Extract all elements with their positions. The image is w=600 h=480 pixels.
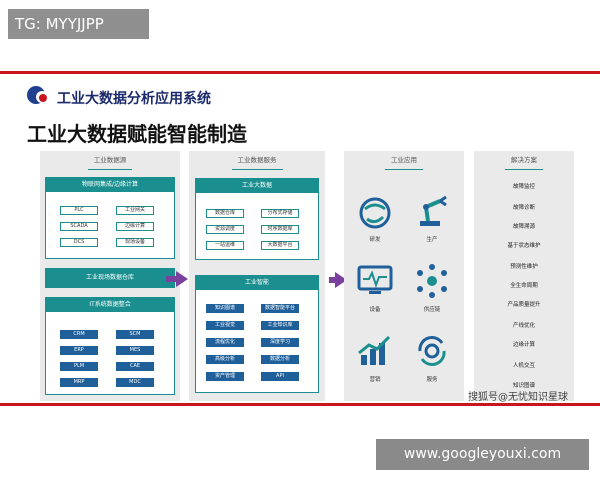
bigdata-group: 工业大数据 数据仓库 分布式存储 资源调度 时序数据库 一站运维 大数据平台 — [195, 178, 319, 260]
app-label: 服务 — [426, 377, 438, 383]
iot-group: 物联网集成/边缘计算 PLC 工业网关 SCADA 边缘计算 DCS 现场设备 — [45, 177, 175, 259]
monitor-icon — [357, 265, 393, 294]
robot-arm-icon — [420, 195, 447, 226]
app-label: 设备 — [369, 307, 381, 313]
intel-item: 深度学习 — [261, 338, 299, 347]
tag-label: TG: MYYJJPP — [8, 9, 149, 39]
iot-item: 现场设备 — [116, 238, 154, 247]
app-label: 营销 — [369, 377, 381, 383]
app-label: 研发 — [369, 237, 381, 243]
app-label: 生产 — [426, 237, 438, 243]
data-service-panel: 工业数据服务 工业大数据 数据仓库 分布式存储 资源调度 时序数据库 一站运维 … — [189, 151, 325, 401]
bigdata-item: 时序数据库 — [261, 225, 299, 234]
bigdata-group-title: 工业大数据 — [196, 179, 318, 193]
solution-item: 边缘计算 — [512, 342, 535, 348]
logo-icon — [27, 86, 51, 106]
bigdata-item: 分布式存储 — [261, 209, 299, 218]
apps-header: 工业应用 — [344, 151, 464, 170]
flow-arrow-shaft — [329, 277, 337, 283]
network-icon — [417, 264, 447, 298]
it-item: SCM — [116, 330, 154, 339]
solutions-panel: 解决方案 故障监控 故障诊断 故障溯源 基于状态维护 预测性维护 全生命周期 产… — [474, 151, 574, 401]
intel-group: 工业智能 知识图谱 数据智能平台 工业视觉 工业知识库 流程优化 深度学习 高级… — [195, 275, 319, 393]
website-label: www.googleyouxi.com — [376, 439, 589, 470]
iot-item: DCS — [60, 238, 98, 247]
intel-item: API — [261, 372, 299, 381]
it-item: PLM — [60, 362, 98, 371]
bigdata-item: 资源调度 — [206, 225, 244, 234]
intel-item: 数据智能平台 — [261, 304, 299, 313]
watermark: 搜狐号@无忧知识星球 — [468, 392, 568, 403]
it-item: CAE — [116, 362, 154, 371]
solution-item: 产线优化 — [512, 323, 535, 329]
solution-item: 故障监控 — [512, 184, 535, 190]
intel-item: 流程优化 — [206, 338, 244, 347]
flow-arrow-icon — [176, 271, 188, 287]
it-item: ERP — [60, 346, 98, 355]
gear-cycle-icon — [418, 336, 446, 366]
solution-item: 故障诊断 — [512, 205, 535, 211]
intel-item: 工业视觉 — [206, 321, 244, 330]
bar-chart-icon — [358, 335, 391, 365]
it-item: CRM — [60, 330, 98, 339]
solution-item: 产品质量提升 — [507, 302, 541, 308]
intel-item: 数据分析 — [261, 355, 299, 364]
solution-item: 人机交互 — [512, 363, 535, 369]
intel-item: 工业知识库 — [261, 321, 299, 330]
intel-item: 高级分析 — [206, 355, 244, 364]
bigdata-item: 数据仓库 — [206, 209, 244, 218]
bottom-divider — [0, 403, 600, 406]
page-subtitle: 工业大数据分析应用系统 — [57, 91, 211, 107]
apps-panel: 工业应用 研发 生产 设备 供应链 营销 — [344, 151, 464, 401]
solution-item: 故障溯源 — [512, 224, 535, 230]
solutions-header: 解决方案 — [474, 151, 574, 170]
it-group-title: IT系统数据整合 — [46, 298, 174, 312]
intel-item: 知识图谱 — [206, 304, 244, 313]
top-divider — [0, 71, 600, 74]
solution-item: 知识图谱 — [512, 383, 535, 389]
iot-item: SCADA — [60, 222, 98, 231]
data-source-panel: 工业数据源 物联网集成/边缘计算 PLC 工业网关 SCADA 边缘计算 DCS… — [40, 151, 180, 401]
intel-group-title: 工业智能 — [196, 276, 318, 290]
it-item: MRP — [60, 378, 98, 387]
iot-item: 工业网关 — [116, 206, 154, 215]
solution-item: 预测性维护 — [510, 264, 538, 270]
warehouse-box: 工业现场数据仓库 — [45, 268, 175, 288]
it-item: MES — [116, 346, 154, 355]
iot-item: 边缘计算 — [116, 222, 154, 231]
it-group: IT系统数据整合 CRM SCM ERP MES PLM CAE MRP MDC — [45, 297, 175, 395]
iot-group-title: 物联网集成/边缘计算 — [46, 178, 174, 192]
page-title: 工业大数据赋能智能制造 — [27, 122, 247, 146]
rnd-icon — [359, 197, 391, 229]
bigdata-item: 一站运维 — [206, 241, 244, 250]
flow-arrow-shaft — [166, 276, 178, 282]
data-service-header: 工业数据服务 — [189, 151, 325, 170]
app-label: 供应链 — [423, 307, 441, 313]
intel-item: 资产管理 — [206, 372, 244, 381]
data-source-header: 工业数据源 — [40, 151, 180, 170]
solution-item: 全生命周期 — [510, 283, 538, 289]
bigdata-item: 大数据平台 — [261, 241, 299, 250]
solution-item: 基于状态维护 — [507, 243, 541, 249]
it-item: MDC — [116, 378, 154, 387]
iot-item: PLC — [60, 206, 98, 215]
